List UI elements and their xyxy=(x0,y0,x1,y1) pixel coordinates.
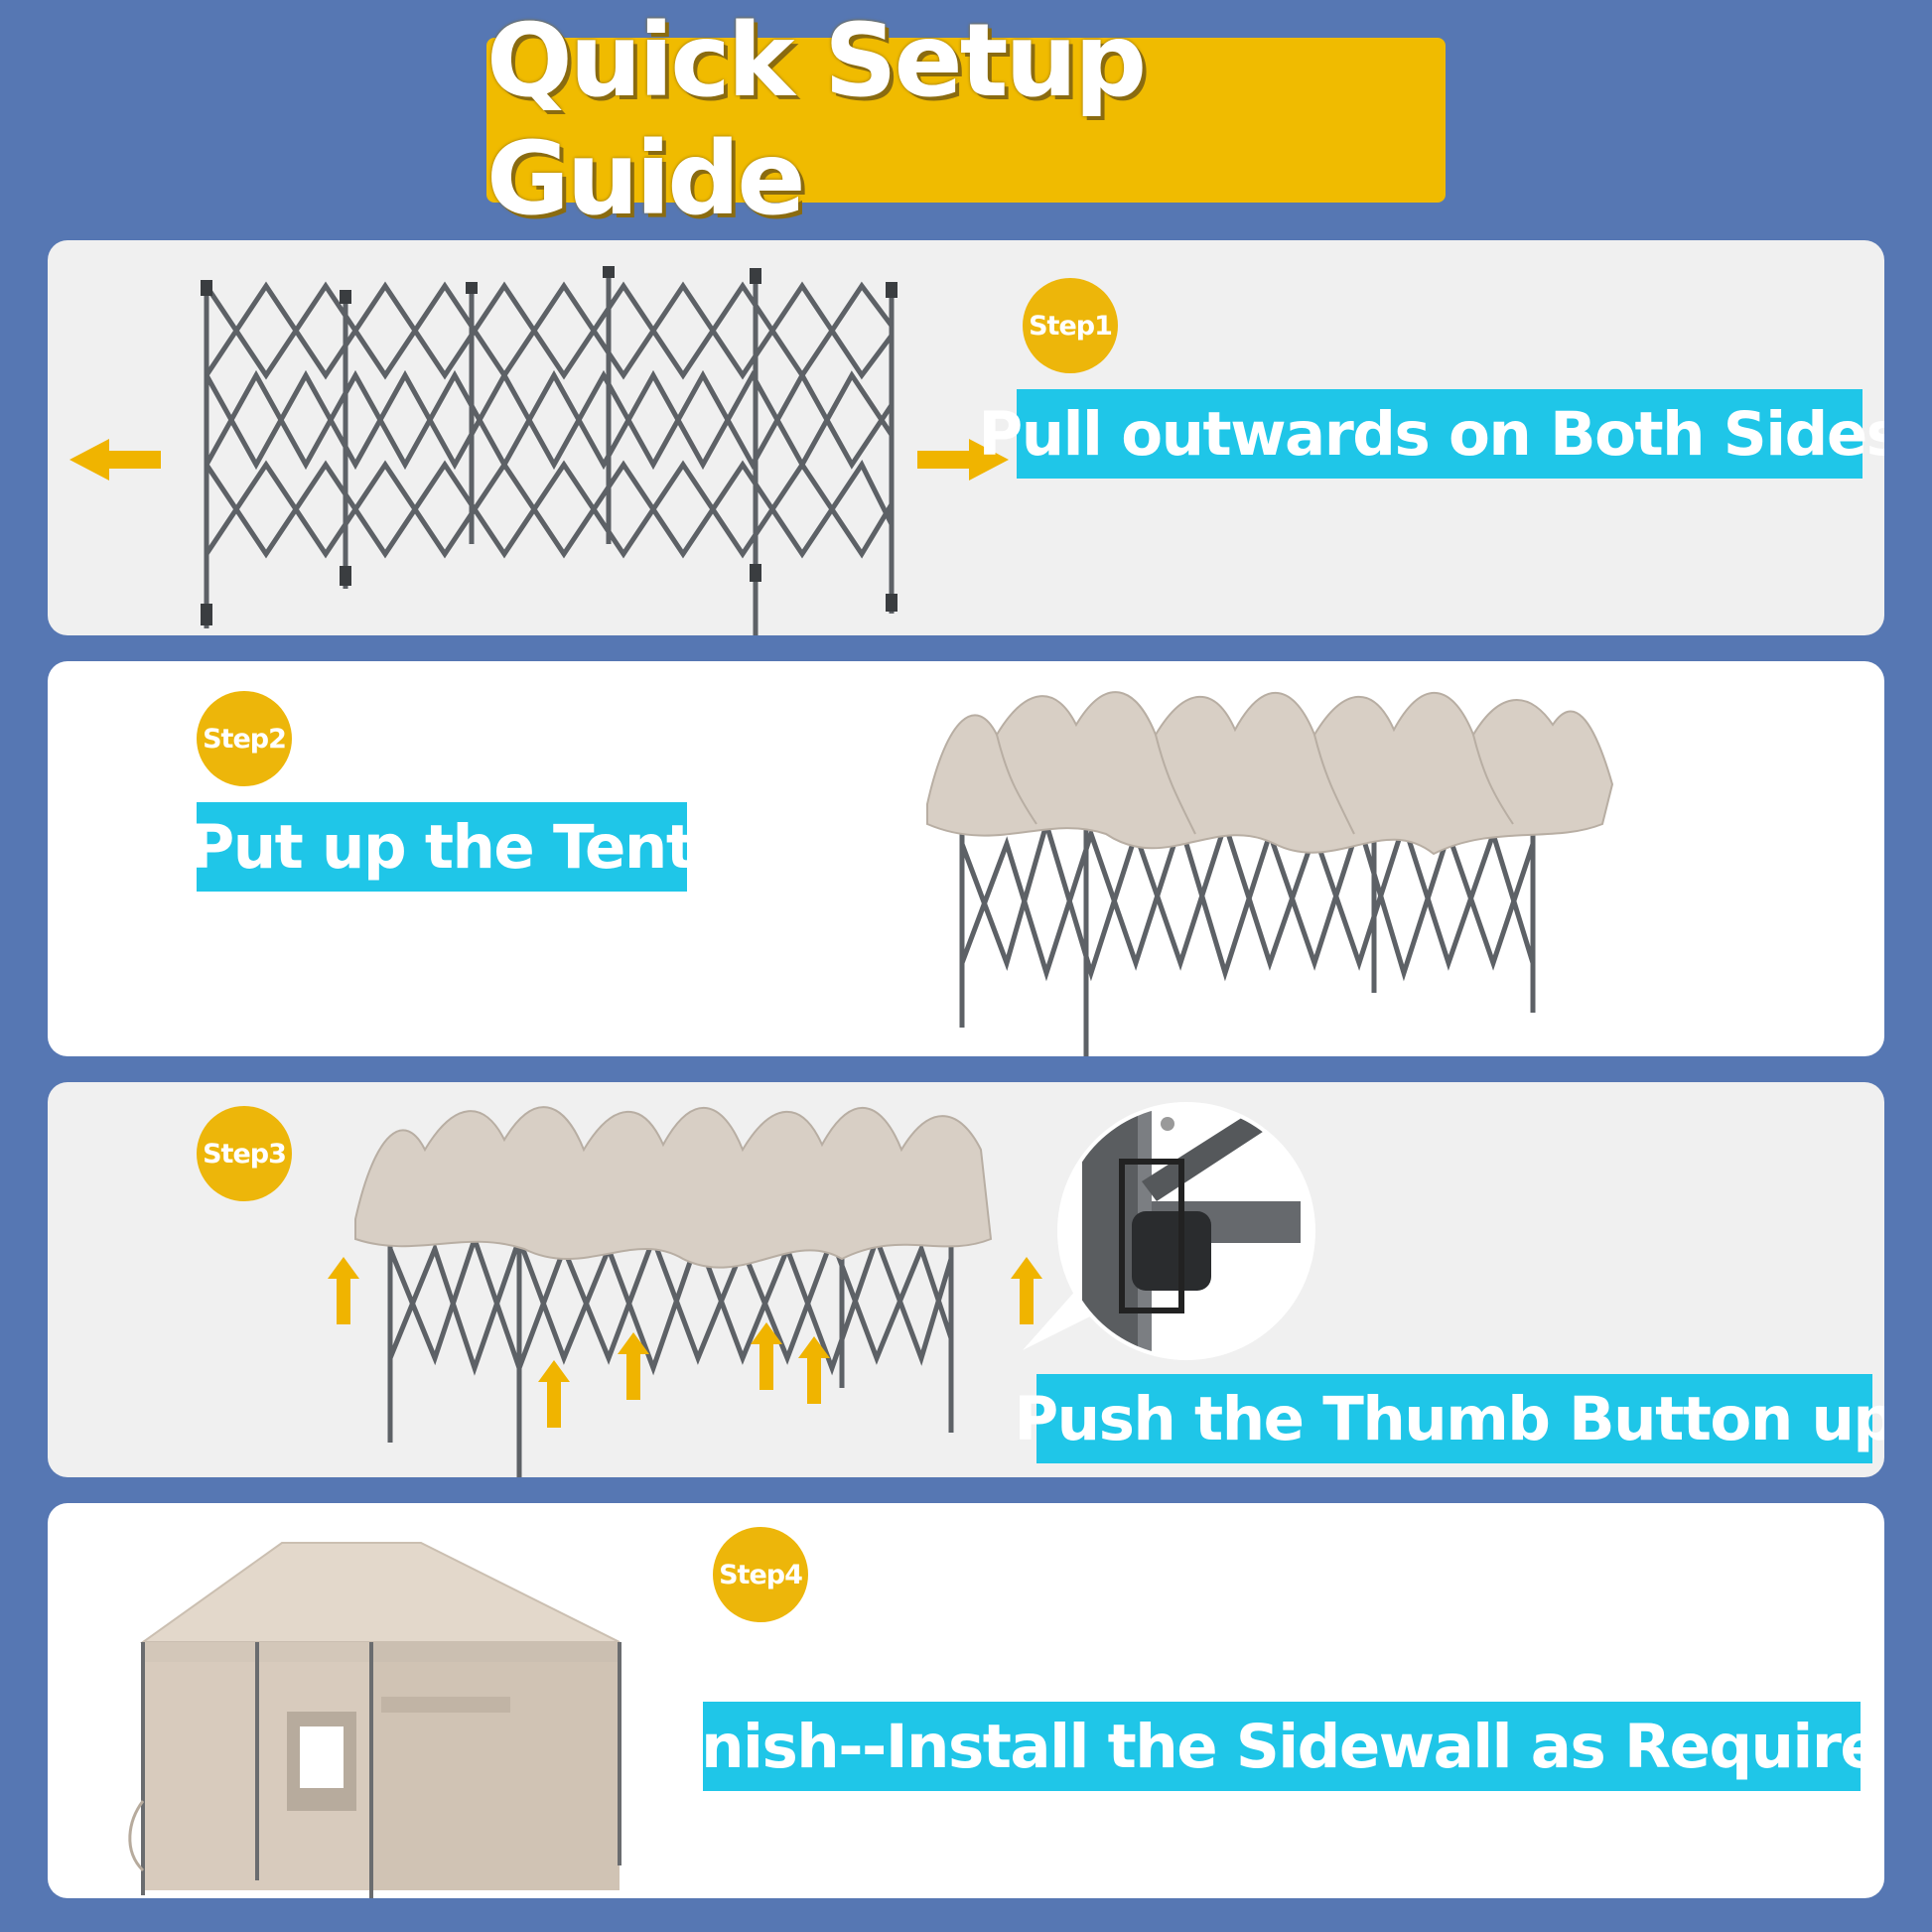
step3-badge: Step3 xyxy=(197,1106,292,1201)
page-title: Quick Setup Guide xyxy=(486,2,1147,238)
step1-label-box: Pull outwards on Both Sides xyxy=(979,389,1884,479)
step4-label: Finish--Install the Sidewall as Required xyxy=(641,1711,1884,1782)
arrow-up-icon xyxy=(751,1322,782,1390)
step2-badge: Step2 xyxy=(197,691,292,786)
arrow-up-icon xyxy=(618,1332,649,1400)
arrow-up-icon xyxy=(798,1336,830,1404)
title-banner: Quick Setup Guide xyxy=(486,2,1446,238)
step4-panel: Step4 Finish--Install the Sidewall as Re… xyxy=(48,1503,1884,1898)
step3-panel: Step3 Push the Thumb Butto xyxy=(48,1082,1884,1477)
step3-label-box: Push the Thumb Button up xyxy=(1014,1374,1884,1463)
tent-canopy-illustration xyxy=(354,1106,993,1477)
step2-label: Put up the Tent xyxy=(190,811,695,883)
step1-badge: Step1 xyxy=(1023,278,1118,373)
arrow-right-icon xyxy=(917,439,1009,481)
arrow-left-icon xyxy=(69,439,161,481)
step1-label: Pull outwards on Both Sides xyxy=(978,398,1884,470)
tent-canopy-illustration xyxy=(926,691,1614,1056)
step4-label-box: Finish--Install the Sidewall as Required xyxy=(642,1702,1884,1791)
finished-tent-illustration xyxy=(128,1542,621,1898)
arrow-up-icon xyxy=(538,1360,570,1428)
arrow-up-icon xyxy=(328,1257,359,1324)
tent-frame-illustration xyxy=(201,266,897,635)
arrow-up-icon xyxy=(1011,1257,1042,1324)
thumb-button-closeup xyxy=(1023,1102,1315,1360)
step4-badge: Step4 xyxy=(713,1527,808,1622)
step1-panel: Step1 Pull outwards on Both Sides xyxy=(48,240,1884,635)
step3-label: Push the Thumb Button up xyxy=(1014,1383,1884,1454)
step2-label-box: Put up the Tent xyxy=(190,802,695,892)
step2-panel: Step2 Put up the Tent xyxy=(48,661,1884,1056)
